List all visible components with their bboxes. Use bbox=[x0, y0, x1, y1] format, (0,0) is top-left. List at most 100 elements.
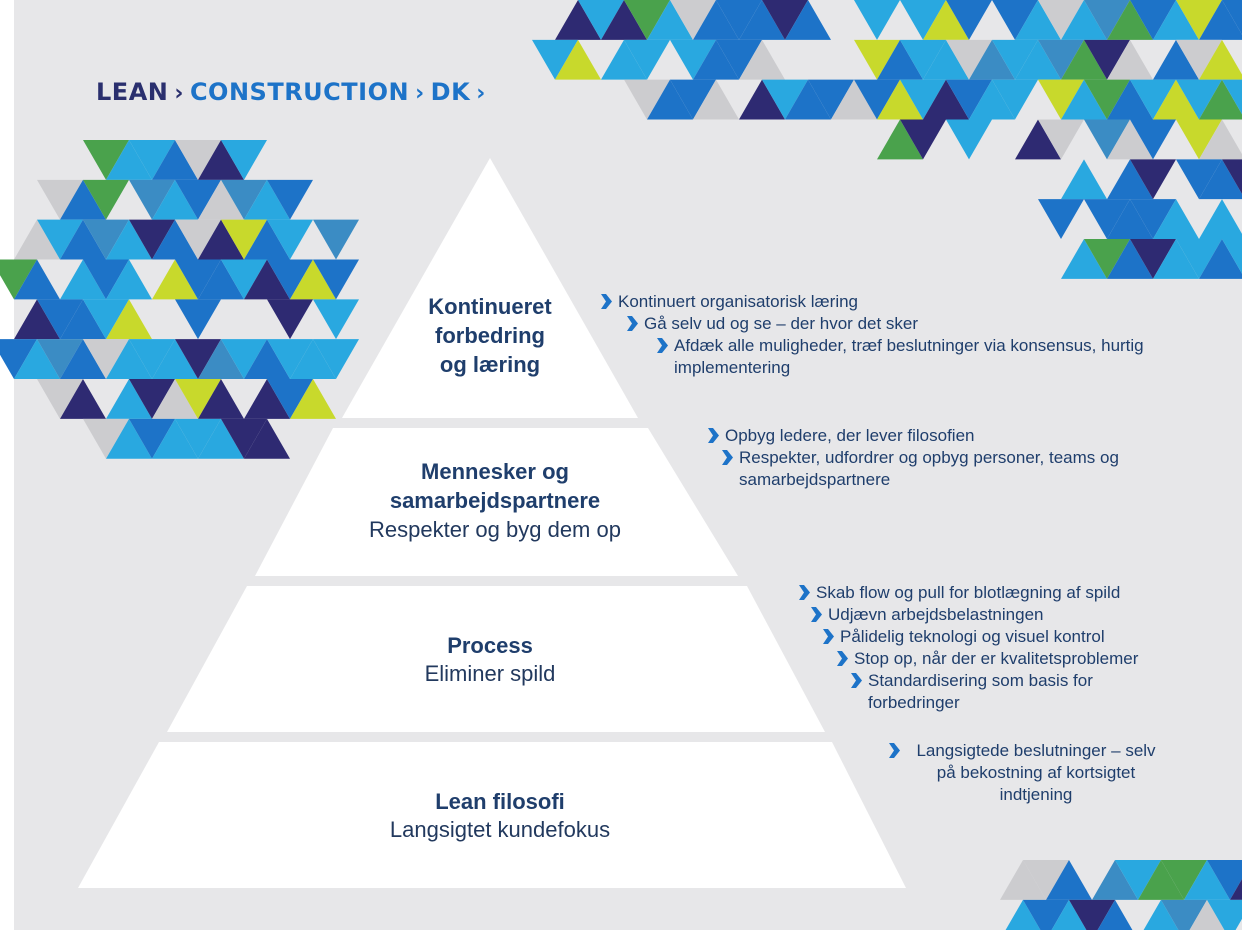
pattern-triangle bbox=[37, 379, 83, 419]
pattern-triangle bbox=[1176, 159, 1222, 200]
pattern-triangle bbox=[601, 0, 647, 40]
pattern-triangle bbox=[923, 79, 969, 120]
pattern-triangle bbox=[946, 39, 992, 80]
tier-title: forbedring bbox=[435, 323, 545, 348]
pattern-triangle bbox=[244, 418, 290, 459]
pattern-triangle bbox=[1176, 119, 1222, 160]
pattern-triangle bbox=[221, 140, 267, 180]
pattern-triangle bbox=[1207, 899, 1242, 930]
chevron-right-icon bbox=[889, 743, 900, 758]
pattern-triangle bbox=[313, 299, 359, 340]
pattern-triangle bbox=[785, 79, 831, 120]
bullet-group-3: Skab flow og pull for blotlægning af spi… bbox=[798, 582, 1168, 714]
pattern-triangle bbox=[1199, 199, 1242, 240]
pattern-triangle bbox=[198, 140, 244, 180]
pattern-triangle bbox=[555, 0, 601, 40]
pattern-triangle bbox=[175, 299, 221, 340]
pattern-triangle bbox=[83, 259, 129, 300]
pattern-triangle bbox=[1153, 39, 1199, 80]
pattern-triangle bbox=[37, 179, 83, 220]
pattern-triangle bbox=[60, 299, 106, 340]
pattern-triangle bbox=[14, 299, 60, 340]
chevron-right-icon bbox=[722, 450, 733, 465]
left-edge-strip bbox=[0, 0, 14, 930]
pattern-triangle bbox=[60, 179, 106, 220]
pattern-triangle bbox=[992, 79, 1038, 120]
pattern-triangle bbox=[946, 0, 992, 40]
pattern-triangle bbox=[1107, 159, 1153, 200]
tier-title: Kontinueret bbox=[428, 294, 552, 319]
bullet-text: Kontinuert organisatorisk læring bbox=[618, 292, 859, 311]
bullet-text: Respekter, udfordrer og opbyg personer, … bbox=[739, 448, 1119, 489]
bullet-item: Gå selv ud og se – der hvor det sker bbox=[626, 313, 1194, 335]
pattern-triangle bbox=[900, 79, 946, 120]
pattern-triangle bbox=[1184, 860, 1230, 900]
pattern-triangle bbox=[1023, 899, 1069, 930]
chevron-right-icon bbox=[837, 651, 848, 666]
pattern-triangle bbox=[1061, 159, 1107, 200]
pattern-triangle bbox=[1084, 79, 1130, 120]
brand-construction: CONSTRUCTION bbox=[189, 78, 410, 106]
brand-separator: › bbox=[415, 81, 425, 106]
bullet-item: Langsigtede beslutninger – selv på bekos… bbox=[888, 740, 1166, 806]
pattern-triangle bbox=[1230, 879, 1242, 900]
pattern-triangle bbox=[106, 379, 152, 419]
pattern-triangle bbox=[83, 299, 129, 340]
pattern-triangle bbox=[670, 0, 716, 40]
pattern-triangle bbox=[1015, 0, 1061, 40]
pattern-triangle bbox=[290, 339, 336, 380]
pattern-triangle bbox=[60, 379, 106, 419]
pattern-triangle bbox=[1153, 79, 1199, 120]
bullet-text: Gå selv ud og se – der hvor det sker bbox=[644, 314, 919, 333]
bullet-item: Opbyg ledere, der lever filosofien bbox=[707, 425, 1209, 447]
pattern-triangle bbox=[175, 140, 221, 180]
pattern-triangle bbox=[1199, 159, 1242, 200]
pattern-triangle bbox=[1023, 860, 1069, 900]
pattern-triangle bbox=[175, 259, 221, 300]
pattern-triangle bbox=[1061, 0, 1107, 40]
pattern-triangle bbox=[1038, 199, 1084, 240]
pattern-triangle bbox=[1061, 39, 1107, 80]
pattern-triangle bbox=[1046, 860, 1092, 900]
pattern-triangle bbox=[83, 418, 129, 459]
bullet-item: Kontinuert organisatorisk læring bbox=[600, 291, 1194, 313]
pyramid-tier-bottom bbox=[78, 742, 906, 888]
pattern-triangle bbox=[739, 0, 785, 40]
chevron-right-icon bbox=[811, 607, 822, 622]
pattern-triangle bbox=[854, 79, 900, 120]
pattern-triangle bbox=[1130, 79, 1176, 120]
pattern-triangle bbox=[1038, 119, 1084, 160]
pattern-triangle bbox=[1189, 899, 1225, 930]
bullet-item: Afdæk alle muligheder, træf beslutninger… bbox=[656, 335, 1194, 379]
pattern-triangle bbox=[854, 39, 900, 80]
bullet-group-2: Opbyg ledere, der lever filosofien Respe… bbox=[707, 425, 1209, 491]
tier-label-people-partners: Mennesker og samarbejdspartnere Respekte… bbox=[320, 457, 670, 544]
pattern-triangle bbox=[83, 339, 129, 380]
pattern-triangle bbox=[152, 339, 198, 380]
pattern-triangle bbox=[716, 0, 762, 40]
pattern-triangle bbox=[1061, 239, 1107, 279]
bullet-group-1: Kontinuert organisatorisk læring Gå selv… bbox=[600, 291, 1194, 379]
pattern-triangle bbox=[83, 219, 129, 260]
pattern-triangle bbox=[14, 219, 60, 260]
pattern-triangle bbox=[129, 219, 175, 260]
pattern-triangle bbox=[1038, 0, 1084, 40]
pattern-triangle bbox=[1084, 119, 1130, 160]
pattern-triangle bbox=[670, 39, 716, 80]
tier-subtitle: Respekter og byg dem op bbox=[369, 517, 621, 542]
pattern-triangle bbox=[106, 299, 152, 340]
pattern-triangle bbox=[1107, 39, 1153, 80]
pattern-triangle bbox=[693, 39, 739, 80]
pattern-triangle bbox=[1015, 119, 1061, 160]
tier-title: Mennesker og bbox=[421, 459, 569, 484]
pattern-triangle bbox=[1199, 119, 1242, 160]
pattern-triangle bbox=[175, 339, 221, 380]
pattern-triangle bbox=[1084, 0, 1130, 40]
bullet-text: Udjævn arbejdsbelastningen bbox=[828, 605, 1044, 624]
pattern-triangle bbox=[1069, 899, 1115, 930]
pattern-triangle bbox=[1130, 199, 1176, 240]
pattern-triangle bbox=[244, 259, 290, 300]
pattern-triangle bbox=[290, 379, 336, 419]
pattern-triangle bbox=[1015, 39, 1061, 80]
